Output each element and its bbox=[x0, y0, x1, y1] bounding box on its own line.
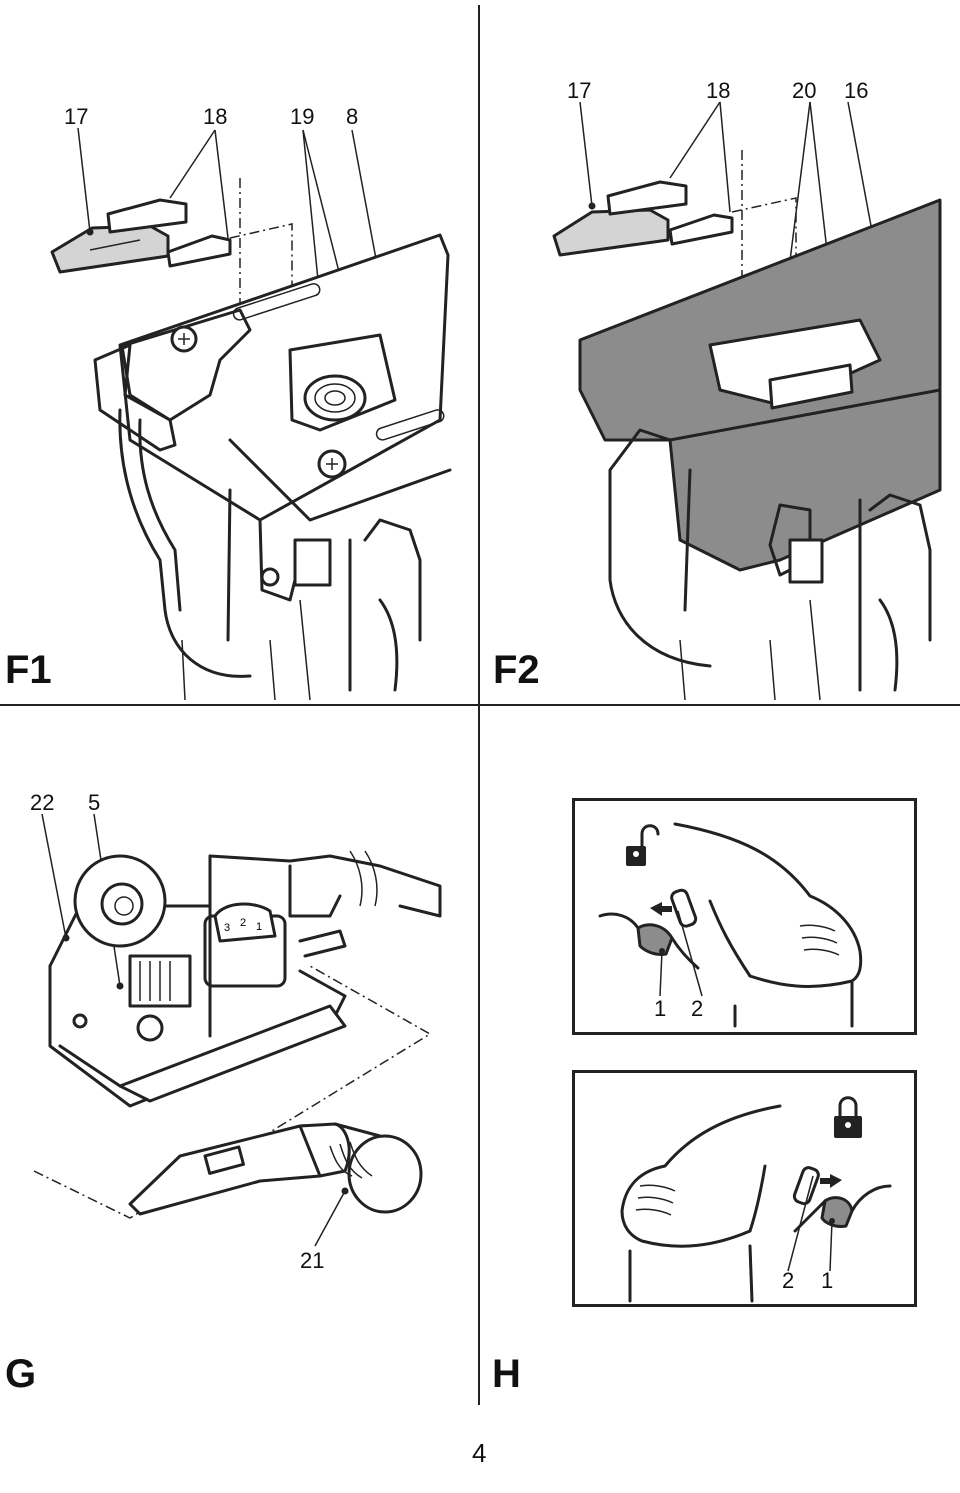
f1-callout-18: 18 bbox=[203, 104, 228, 129]
g-callout-5: 5 bbox=[88, 790, 101, 815]
horizontal-divider bbox=[0, 704, 960, 706]
svg-text:3: 3 bbox=[224, 922, 230, 934]
figure-g: 3 2 1 22 5 21 G bbox=[0, 706, 478, 1406]
h-figure-label: H bbox=[492, 1352, 521, 1396]
h-top-callout-1: 1 bbox=[654, 996, 667, 1021]
h-unlock-box bbox=[572, 798, 917, 1035]
h-lock-illustration bbox=[620, 1096, 892, 1303]
figure-h: 1 2 2 1 H bbox=[480, 706, 960, 1406]
f2-callout-20: 20 bbox=[792, 78, 817, 103]
f1-figure-label: F1 bbox=[5, 648, 52, 692]
svg-text:1: 1 bbox=[256, 921, 262, 933]
f1-illustration bbox=[50, 127, 452, 701]
g-callout-22: 22 bbox=[30, 790, 55, 815]
f1-callout-17: 17 bbox=[64, 104, 89, 129]
f2-figure-label: F2 bbox=[493, 648, 540, 692]
f2-callout-17: 17 bbox=[567, 78, 592, 103]
figure-f1: 17 18 19 8 F1 bbox=[0, 0, 478, 704]
h-unlock-illustration bbox=[598, 822, 863, 1028]
f1-callout-19: 19 bbox=[290, 104, 315, 129]
h-bottom-callout-2: 2 bbox=[782, 1268, 795, 1293]
f1-callout-8: 8 bbox=[346, 104, 359, 129]
page-number: 4 bbox=[472, 1438, 487, 1468]
g-illustration: 3 2 1 bbox=[33, 813, 442, 1247]
g-callout-21: 21 bbox=[300, 1248, 325, 1273]
g-figure-label: G bbox=[5, 1352, 37, 1396]
h-top-callout-2: 2 bbox=[691, 996, 704, 1021]
svg-text:2: 2 bbox=[240, 917, 246, 929]
figure-f2: 17 18 20 16 F2 bbox=[480, 0, 960, 704]
h-lock-box bbox=[572, 1070, 917, 1307]
f2-illustration bbox=[552, 101, 942, 701]
f2-callout-16: 16 bbox=[844, 78, 869, 103]
h-bottom-callout-1: 1 bbox=[821, 1268, 834, 1293]
f2-callout-18: 18 bbox=[706, 78, 731, 103]
